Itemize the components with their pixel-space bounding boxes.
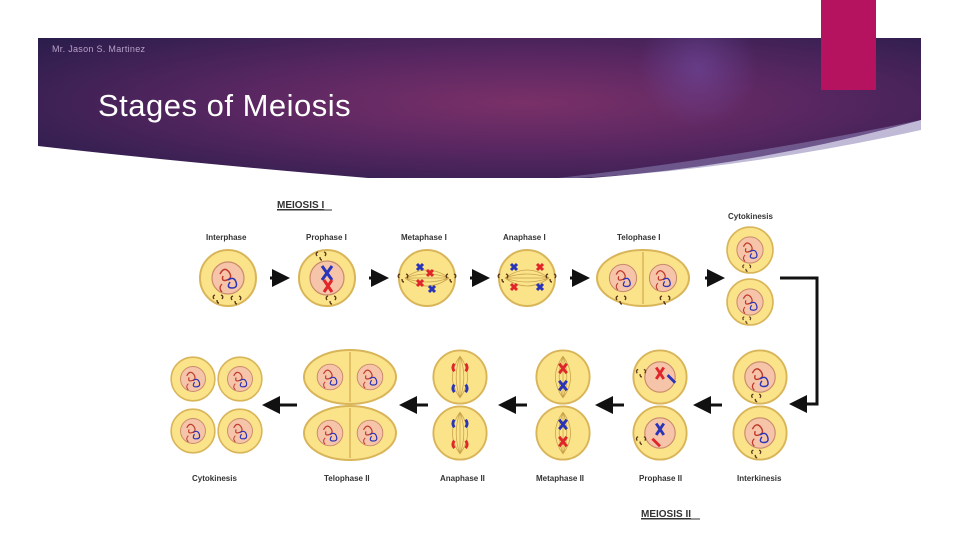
label-anaphase-2: Anaphase II xyxy=(440,474,485,483)
label-anaphase-1: Anaphase I xyxy=(503,233,546,242)
cell-telophase-1 xyxy=(597,250,689,306)
cell-telophase-2-a xyxy=(304,350,396,404)
cell-anaphase-1 xyxy=(498,250,556,306)
label-metaphase-1: Metaphase I xyxy=(401,233,447,242)
cell-cytokinesis-bottom-4 xyxy=(218,409,262,453)
cell-cytokinesis-bottom-3 xyxy=(171,409,215,453)
label-metaphase-2: Metaphase II xyxy=(536,474,584,483)
label-prophase-1: Prophase I xyxy=(306,233,347,242)
meiosis-1-header: MEIOSIS I xyxy=(277,200,324,211)
cell-metaphase-1 xyxy=(398,250,456,306)
cell-cytokinesis-top-a xyxy=(727,227,773,273)
cell-telophase-2-b xyxy=(304,406,396,460)
cell-interkinesis-a xyxy=(733,350,786,403)
cell-interkinesis-b xyxy=(733,406,786,459)
cell-prophase-1 xyxy=(299,250,355,306)
cell-cytokinesis-top-b xyxy=(727,279,773,325)
label-interphase: Interphase xyxy=(206,233,247,242)
label-telophase-2: Telophase II xyxy=(324,474,370,483)
label-telophase-1: Telophase I xyxy=(617,233,660,242)
cell-cytokinesis-bottom-1 xyxy=(171,357,215,401)
label-cytokinesis-bottom: Cytokinesis xyxy=(192,474,237,483)
cell-metaphase-2-b xyxy=(536,406,589,459)
cell-interphase xyxy=(200,250,256,306)
cell-prophase-2-a xyxy=(633,350,686,403)
label-prophase-2: Prophase II xyxy=(639,474,682,483)
label-interkinesis: Interkinesis xyxy=(737,474,782,483)
cell-anaphase-2-a xyxy=(433,350,486,403)
cell-prophase-2-b xyxy=(633,406,686,459)
cell-cytokinesis-bottom-2 xyxy=(218,357,262,401)
cell-anaphase-2-b xyxy=(433,406,486,459)
meiosis-2-header: MEIOSIS II xyxy=(641,509,691,520)
cell-metaphase-2-a xyxy=(536,350,589,403)
label-cytokinesis-top: Cytokinesis xyxy=(728,212,773,221)
